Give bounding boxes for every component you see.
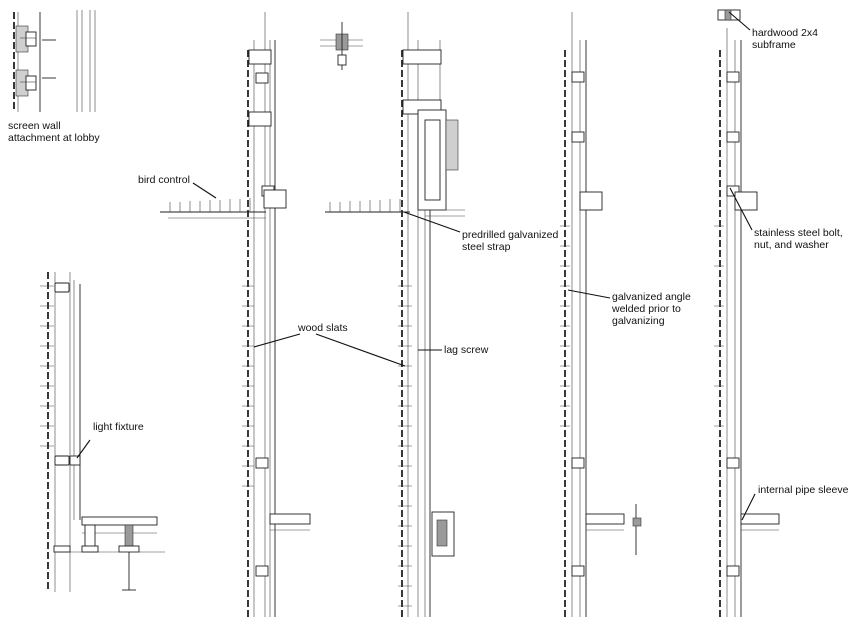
detail-screen-wall-attachment: screen wall attachment at lobby xyxy=(8,10,100,144)
detail-stainless-bolt: hardwood 2x4 subframe stainless steel bo… xyxy=(714,9,849,617)
label-predrilled-strap: predrilled galvanized steel strap xyxy=(462,229,561,253)
label-internal-pipe-sleeve: internal pipe sleeve xyxy=(758,484,849,496)
bird-control-spikes xyxy=(325,199,410,213)
label-bird-control: bird control xyxy=(138,174,190,186)
bird-control-spikes xyxy=(160,198,266,219)
detail-bird-control: bird control xyxy=(138,12,311,617)
label-stainless-bolt: stainless steel bolt, nut, and washer xyxy=(754,227,846,251)
slab-and-beams xyxy=(53,516,165,591)
clip-bracket-lower xyxy=(15,69,37,97)
light-fixture-lower xyxy=(54,455,70,466)
detail-predrilled-strap: predrilled galvanized steel strap lag sc… xyxy=(320,12,561,617)
lag-screw-ticks xyxy=(398,285,412,607)
wood-slat-ticks xyxy=(560,225,570,427)
detail-galvanized-angle: galvanized angle welded prior to galvani… xyxy=(560,12,694,617)
wood-slat-ticks xyxy=(714,225,724,427)
clip-bracket-upper xyxy=(15,25,37,53)
label-wood-slats: wood slats xyxy=(297,322,348,334)
label-screen-wall: screen wall attachment at lobby xyxy=(8,120,100,144)
wood-slat-ticks xyxy=(40,285,54,447)
label-hardwood-subframe: hardwood 2x4 subframe xyxy=(752,27,821,51)
subframe-plan xyxy=(717,9,741,21)
label-galvanized-angle: galvanized angle welded prior to galvani… xyxy=(611,291,694,327)
label-light-fixture: light fixture xyxy=(93,421,144,433)
label-lag-screw: lag screw xyxy=(444,344,489,356)
wood-slat-ticks xyxy=(242,285,254,487)
plan-detail-small xyxy=(320,22,363,70)
detail-light-fixture: light fixture xyxy=(40,272,165,592)
wood-slats-callout: wood slats xyxy=(253,322,406,367)
light-fixture-upper xyxy=(54,282,70,293)
